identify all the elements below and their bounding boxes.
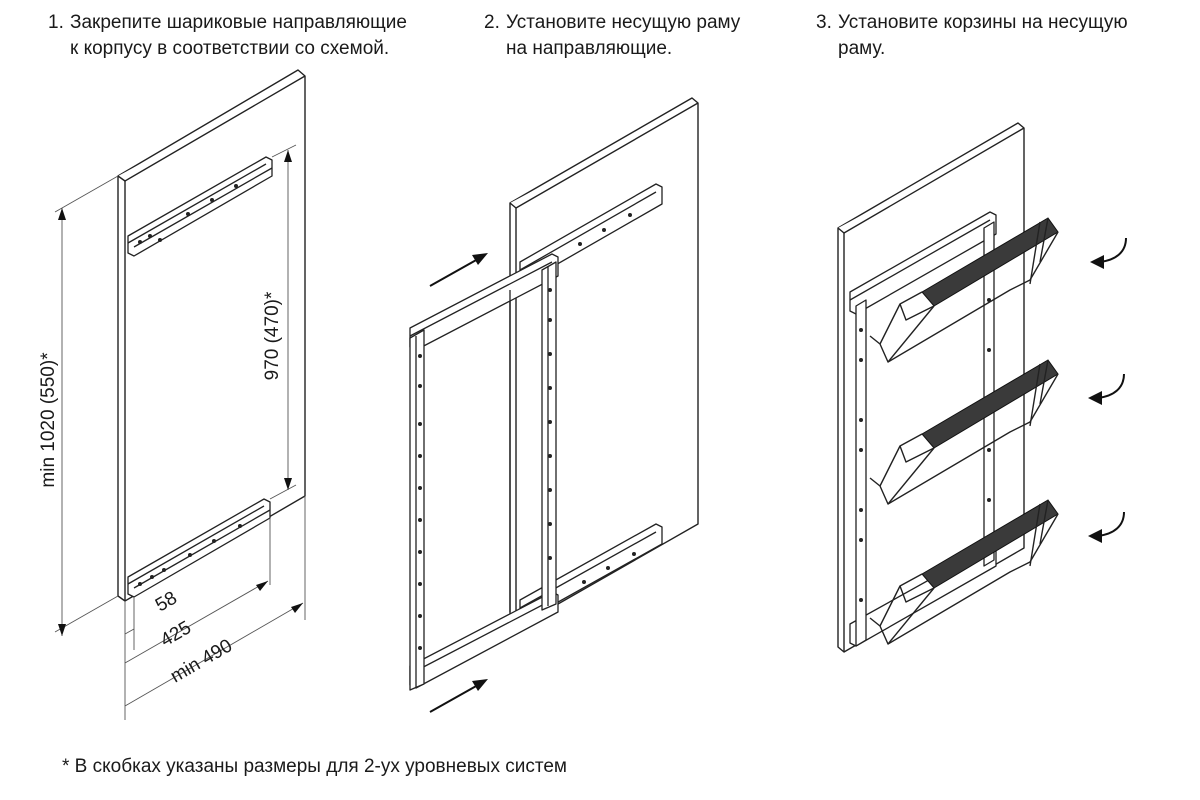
dimension-rails-height-label: 970 (470)*: [262, 291, 283, 380]
step-number: 2.: [484, 12, 500, 33]
ball-bearing-rail-bottom: [127, 498, 271, 598]
step-text-line-2: на направляющие.: [506, 38, 673, 59]
insert-arrow-bottom: [1088, 511, 1125, 543]
cabinet-side-panel: [509, 97, 699, 629]
dimension-offset-label: 58: [152, 588, 181, 617]
step-text-line-1: Установите несущую раму: [506, 12, 741, 33]
dimension-rail-depth-label: 425: [157, 617, 195, 651]
step-1-illustration: min 1020 (550)* 970 (470)* 58 425 min 49…: [38, 69, 306, 720]
step-text-line-1: Установите корзины на несущую: [838, 12, 1128, 33]
slide-direction-arrow-bottom: [429, 679, 488, 713]
dimension-depths: [124, 496, 306, 720]
dimension-total-height: [54, 175, 119, 636]
step-text-line-2: к корпусу в соответствии со схемой.: [70, 38, 390, 59]
step-text-line-2: раму.: [838, 38, 886, 59]
ball-bearing-rail-top: [127, 156, 273, 257]
dimension-total-height-label: min 1020 (550)*: [38, 352, 59, 488]
slide-direction-arrow-top: [429, 253, 488, 287]
cabinet-side-panel: [837, 122, 1025, 653]
insert-arrow-top: [1090, 237, 1127, 269]
step-number: 1.: [48, 12, 64, 33]
footnote: * В скобках указаны размеры для 2-ух уро…: [62, 756, 567, 777]
step-number: 3.: [816, 12, 832, 33]
step-2-illustration: [409, 97, 699, 713]
wire-basket-top: [869, 217, 1059, 363]
step-3-illustration: [837, 122, 1127, 653]
carrier-frame: [409, 253, 559, 691]
insert-arrow-middle: [1088, 373, 1125, 405]
step-text-line-1: Закрепите шариковые направляющие: [70, 12, 407, 33]
dimension-rails-height: [269, 144, 297, 500]
wire-basket-middle: [869, 359, 1059, 505]
wire-basket-bottom: [869, 499, 1059, 645]
